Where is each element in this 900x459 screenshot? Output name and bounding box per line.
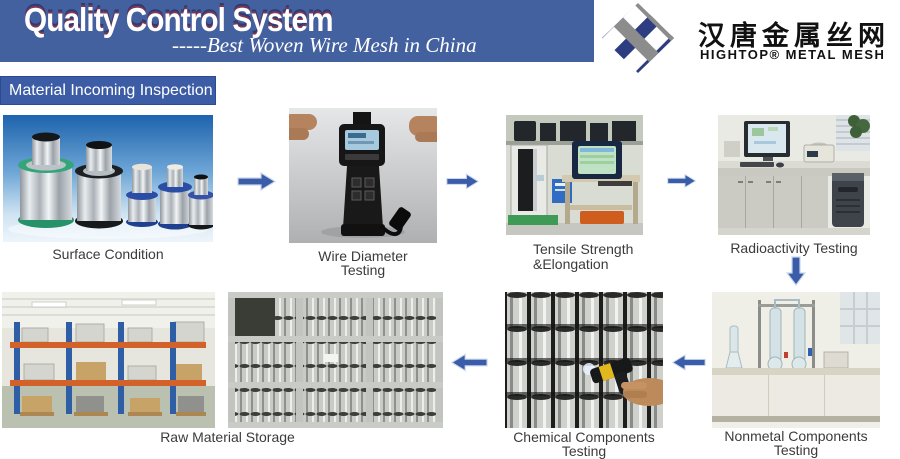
caption-raw-material-storage: Raw Material Storage (160, 429, 295, 445)
arrow-tensile-to-radioactivity-icon (667, 172, 697, 189)
header-banner: Quality Control System -----Best Woven W… (0, 0, 594, 62)
arrow-chemical-to-storage-icon (450, 352, 488, 372)
arrow-radioactivity-down-icon (786, 256, 806, 286)
arrow-surface-to-wire-icon (237, 171, 277, 191)
arrow-nonmetal-to-chemical-icon (671, 352, 706, 372)
photo-nonmetal-components-testing (712, 292, 880, 428)
arrow-wire-to-tensile-icon (446, 172, 480, 190)
photo-storage-shelves (228, 292, 443, 428)
photo-wire-diameter-testing (289, 108, 437, 243)
caption-chemical-components-testing: Chemical Components Testing (513, 429, 655, 459)
page-subtitle: -----Best Woven Wire Mesh in China (172, 33, 477, 57)
photo-tensile-strength-testing (506, 115, 643, 235)
caption-radioactivity-testing: Radioactivity Testing (730, 240, 858, 256)
photo-surface-condition (3, 115, 213, 242)
logo-english-name: HIGHTOP® METAL MESH (700, 47, 886, 62)
woven-mesh-logo-icon (602, 3, 674, 73)
page-title: Quality Control System (24, 1, 334, 38)
logo: 汉唐金属丝网 HIGHTOP® METAL MESH (596, 0, 900, 76)
caption-surface-condition: Surface Condition (52, 246, 164, 262)
logo-chinese-name: 汉唐金属丝网 (698, 21, 890, 52)
section-label-text: Material Incoming Inspection (9, 82, 213, 99)
section-label-material-incoming-inspection: Material Incoming Inspection (0, 76, 216, 105)
photo-warehouse-racks (2, 292, 215, 428)
photo-radioactivity-testing (718, 115, 870, 235)
photo-chemical-components-testing (505, 292, 663, 428)
caption-tensile-strength-elongation: Tensile Strength &Elongation (533, 241, 634, 272)
caption-wire-diameter-testing: Wire Diameter Testing (318, 248, 408, 278)
caption-nonmetal-components-testing: Nonmetal Components Testing (724, 428, 868, 458)
